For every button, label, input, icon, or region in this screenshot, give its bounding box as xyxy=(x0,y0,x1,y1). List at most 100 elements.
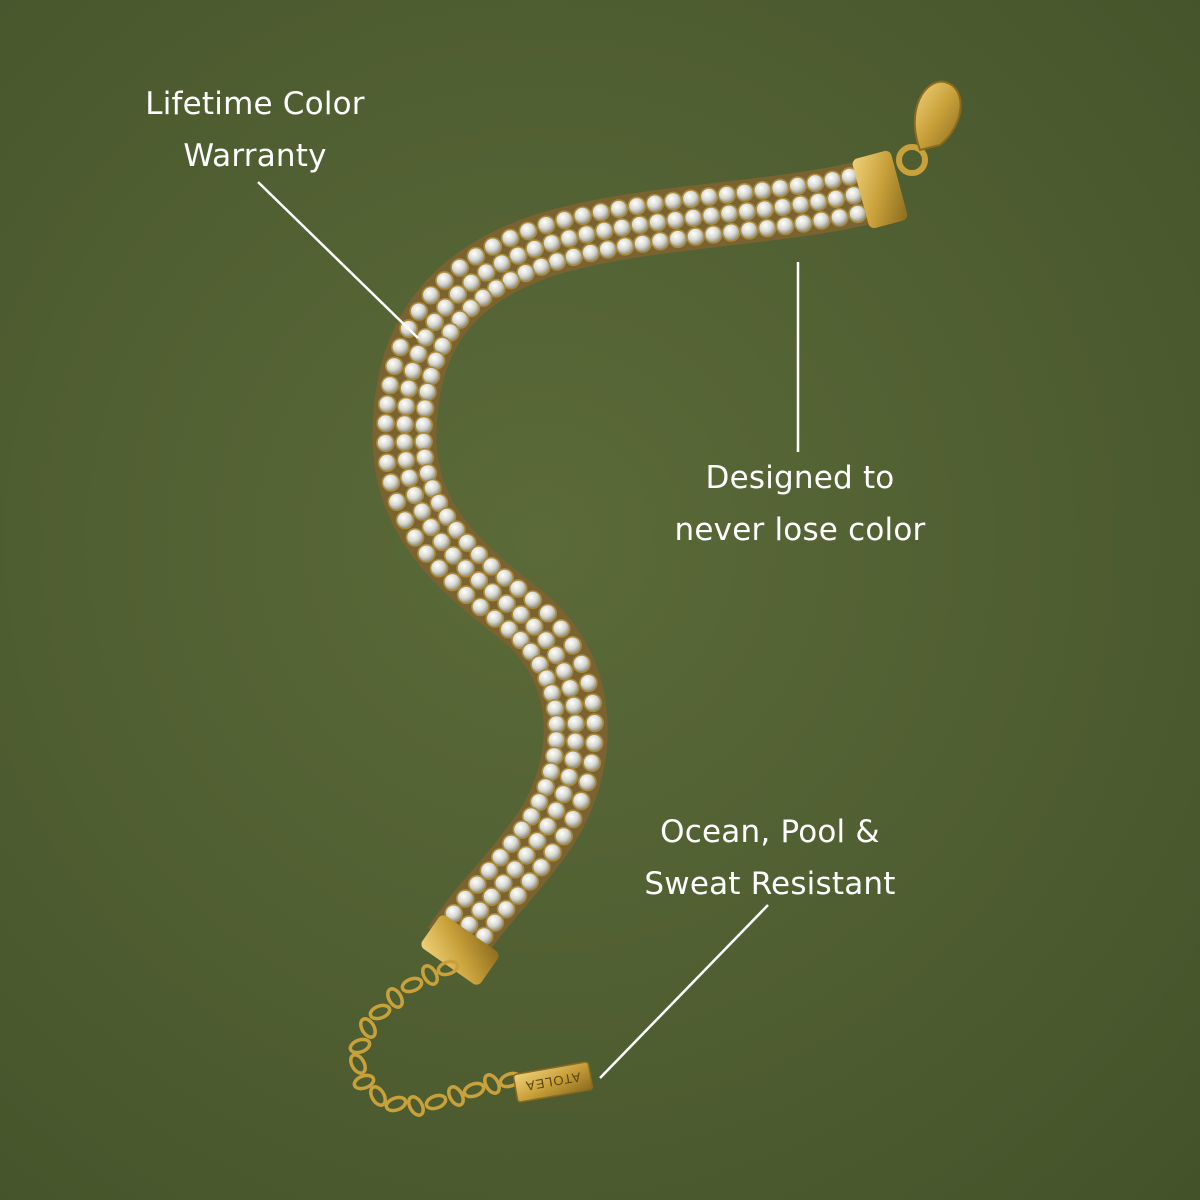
stone xyxy=(500,228,520,248)
stone xyxy=(547,251,567,271)
cubic-zirconia-stones xyxy=(376,163,886,960)
stone xyxy=(717,185,737,204)
stone xyxy=(499,619,519,639)
stone xyxy=(405,527,425,547)
stone xyxy=(408,344,428,364)
chain-link xyxy=(447,1085,465,1107)
stone xyxy=(457,533,477,552)
stone xyxy=(377,453,397,473)
stone xyxy=(805,173,825,193)
stone xyxy=(701,206,721,225)
stone xyxy=(501,270,521,290)
stone xyxy=(681,189,701,209)
stone xyxy=(527,831,547,851)
stone xyxy=(497,594,516,613)
chain-link xyxy=(348,1037,372,1055)
stone xyxy=(414,415,434,435)
chain-link xyxy=(407,1095,425,1117)
stone xyxy=(591,202,611,222)
stone xyxy=(594,221,614,241)
stone xyxy=(543,842,562,862)
stone xyxy=(770,178,790,198)
stone xyxy=(735,182,755,202)
stone xyxy=(645,193,665,213)
stone xyxy=(542,683,562,703)
stone xyxy=(521,806,541,826)
stone xyxy=(583,693,603,713)
chain-link xyxy=(386,987,404,1009)
stone xyxy=(577,224,596,244)
stone xyxy=(563,749,583,769)
stone xyxy=(415,447,435,467)
stone xyxy=(581,243,601,263)
stone xyxy=(531,257,551,276)
stone xyxy=(536,630,556,650)
stone xyxy=(547,714,567,734)
stone xyxy=(518,221,538,241)
stone xyxy=(811,210,831,230)
stone xyxy=(565,732,585,751)
stone xyxy=(529,792,549,812)
stone xyxy=(823,170,842,190)
stone xyxy=(721,222,741,242)
stone xyxy=(511,605,531,624)
stone xyxy=(479,861,499,881)
stone xyxy=(450,310,470,329)
stone xyxy=(482,887,502,907)
callout-warranty-line2: Warranty xyxy=(183,138,327,174)
chain-link xyxy=(349,1053,367,1075)
stone xyxy=(564,696,584,715)
stone xyxy=(757,218,777,238)
stone xyxy=(381,472,401,492)
stone xyxy=(753,180,772,200)
stone xyxy=(442,572,462,592)
lobster-clasp xyxy=(896,80,962,176)
stone xyxy=(483,236,503,256)
stone xyxy=(559,228,579,248)
stone xyxy=(773,197,793,217)
stone xyxy=(492,253,512,273)
stone xyxy=(808,192,828,212)
stone xyxy=(582,753,602,773)
chain-link xyxy=(368,1003,392,1021)
stone xyxy=(390,337,410,357)
stone xyxy=(496,899,516,919)
stone xyxy=(633,234,652,253)
stone xyxy=(544,746,564,766)
stone xyxy=(505,859,525,879)
stone xyxy=(429,493,449,513)
stone xyxy=(395,510,415,530)
stone xyxy=(435,297,455,317)
end-cap-bottom xyxy=(421,915,499,985)
stone xyxy=(719,203,739,223)
stone xyxy=(377,394,397,414)
stone xyxy=(516,845,536,865)
stone xyxy=(541,762,561,782)
stone xyxy=(523,590,543,610)
stone xyxy=(399,378,419,398)
stone xyxy=(450,258,470,277)
stone xyxy=(486,278,506,298)
stone xyxy=(546,801,566,820)
callout-resistant-line2: Sweat Resistant xyxy=(644,866,896,902)
callout-never-lose-color: Designed to never lose color xyxy=(640,452,960,556)
stone xyxy=(584,733,604,753)
stone xyxy=(699,187,719,207)
stone xyxy=(663,191,683,211)
stone xyxy=(501,834,521,853)
stone xyxy=(826,189,846,209)
stone xyxy=(490,847,510,867)
stone xyxy=(615,236,635,256)
callout-resistant-line1: Ocean, Pool & xyxy=(660,814,880,850)
stone xyxy=(508,885,528,905)
chain-link xyxy=(359,1017,377,1039)
callout-color-line2: never lose color xyxy=(674,512,926,548)
stone xyxy=(554,784,573,804)
stone xyxy=(409,301,429,321)
stone xyxy=(554,826,574,846)
stone xyxy=(395,432,414,452)
stone xyxy=(546,730,566,750)
stone xyxy=(446,520,466,540)
